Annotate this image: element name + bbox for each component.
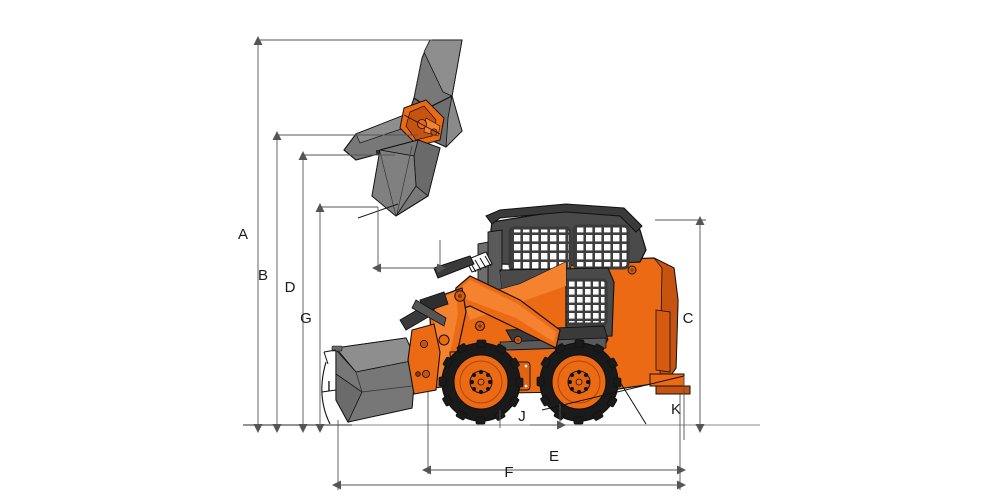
dimension-label-F: F: [504, 464, 513, 481]
dimension-E: E: [422, 392, 686, 475]
dimension-unlabeled-reach: [372, 207, 446, 273]
dimension-label-B: B: [258, 267, 268, 284]
dimension-label-K: K: [671, 401, 681, 418]
dimension-B: B: [258, 131, 418, 433]
dimension-label-A: A: [238, 226, 248, 243]
dimension-A: A: [238, 36, 432, 433]
dimension-label-C: C: [683, 310, 694, 327]
dimension-G: G: [300, 203, 378, 433]
operator-cab-rops: [477, 203, 647, 295]
dimension-I: I: [327, 378, 331, 395]
attachment-coupler-raised: [399, 99, 445, 147]
dimension-C: C: [655, 216, 706, 433]
hydraulic-cylinder-lift: [399, 291, 449, 331]
dimension-label-D: D: [285, 279, 296, 296]
dimension-label-E: E: [549, 448, 559, 465]
dimension-F: F: [332, 420, 686, 490]
dimension-K: K: [671, 401, 681, 418]
dimension-label-G: G: [300, 310, 312, 327]
front-wheel: [438, 339, 524, 425]
bucket-lowered-on-ground: [321, 337, 417, 423]
dimension-label-I: I: [327, 378, 331, 395]
dimension-D: D: [285, 151, 395, 433]
dimension-label-J: J: [518, 408, 526, 425]
bucket-raised-rolled-back: [371, 139, 441, 217]
departure-angle-lines: [541, 375, 685, 440]
front-attachment-plate: [407, 323, 441, 395]
dimension-J: J: [499, 404, 566, 430]
rear-wheel: [536, 339, 622, 425]
hydraulic-cylinder-tilt: [433, 251, 493, 279]
